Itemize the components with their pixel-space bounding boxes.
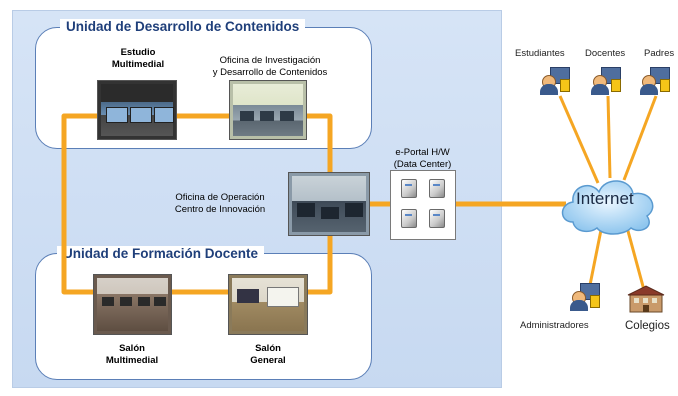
server-icon: [401, 179, 417, 198]
teacher-training-unit-title: Unidad de Formación Docente: [57, 246, 265, 261]
server-icon: [401, 209, 417, 228]
administradores-label: Administradores: [520, 320, 589, 331]
server-icon: [429, 179, 445, 198]
padres-label: Padres: [644, 48, 675, 59]
content-dev-unit-title: Unidad de Desarrollo de Contenidos: [60, 19, 306, 34]
colegios-label: Colegios: [625, 320, 670, 332]
user-computer-icon: [540, 67, 570, 95]
oficina-operacion-photo: [288, 172, 370, 236]
user-computer-icon: [640, 67, 670, 95]
oficina-investigacion-photo: [229, 80, 307, 140]
eportal-label: e-Portal H/W(Data Center): [393, 147, 452, 170]
server-icon: [429, 209, 445, 228]
salon-general-photo: [228, 274, 308, 335]
estudiantes-label: Estudiantes: [515, 48, 565, 59]
teacher-training-unit-box: [35, 253, 372, 380]
salon-multimedial-photo: [93, 274, 172, 335]
user-computer-icon: [591, 67, 621, 95]
internet-label: Internet: [576, 189, 634, 208]
estudio-multimedial-photo: [97, 80, 177, 140]
content-dev-unit-box: [35, 27, 372, 149]
school-building-icon: [627, 285, 665, 313]
user-computer-icon: [570, 283, 600, 311]
cloud-icon: [561, 180, 654, 235]
docentes-label: Docentes: [585, 48, 626, 59]
data-center-box: [390, 170, 456, 240]
